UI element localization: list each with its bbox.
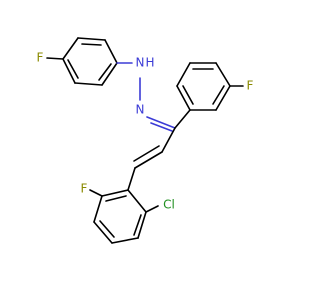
- fluorine-atom-bottom: F: [81, 182, 88, 196]
- c-f-bond-bottom: [89, 189, 103, 197]
- bottom-phenyl-ring: [93, 189, 147, 244]
- c-vinyl-bond: [161, 127, 176, 153]
- c-f-bond-top: [46, 57, 64, 60]
- molecule-structure: F N H N F F Cl: [37, 37, 254, 244]
- right-phenyl-ring: [176, 62, 231, 111]
- fluorine-atom-top: F: [37, 51, 44, 65]
- hydrogen-atom-amine: H: [145, 56, 154, 70]
- imine-bond-2: [150, 122, 173, 132]
- chlorine-atom: Cl: [163, 198, 175, 212]
- c-to-right-ring-bond: [174, 109, 191, 129]
- vinyl-double-bond-1: [134, 151, 163, 169]
- top-left-phenyl-ring: [62, 37, 118, 86]
- nitrogen-atom-imine: N: [136, 103, 145, 117]
- imine-bond-1: [146, 116, 176, 129]
- fluorine-atom-right: F: [247, 79, 254, 93]
- nitrogen-atom-amine: N: [136, 56, 145, 70]
- c-cl-bond: [145, 205, 159, 213]
- vinyl-double-bond-2: [133, 145, 160, 162]
- vinyl-to-ring-bond: [127, 167, 136, 191]
